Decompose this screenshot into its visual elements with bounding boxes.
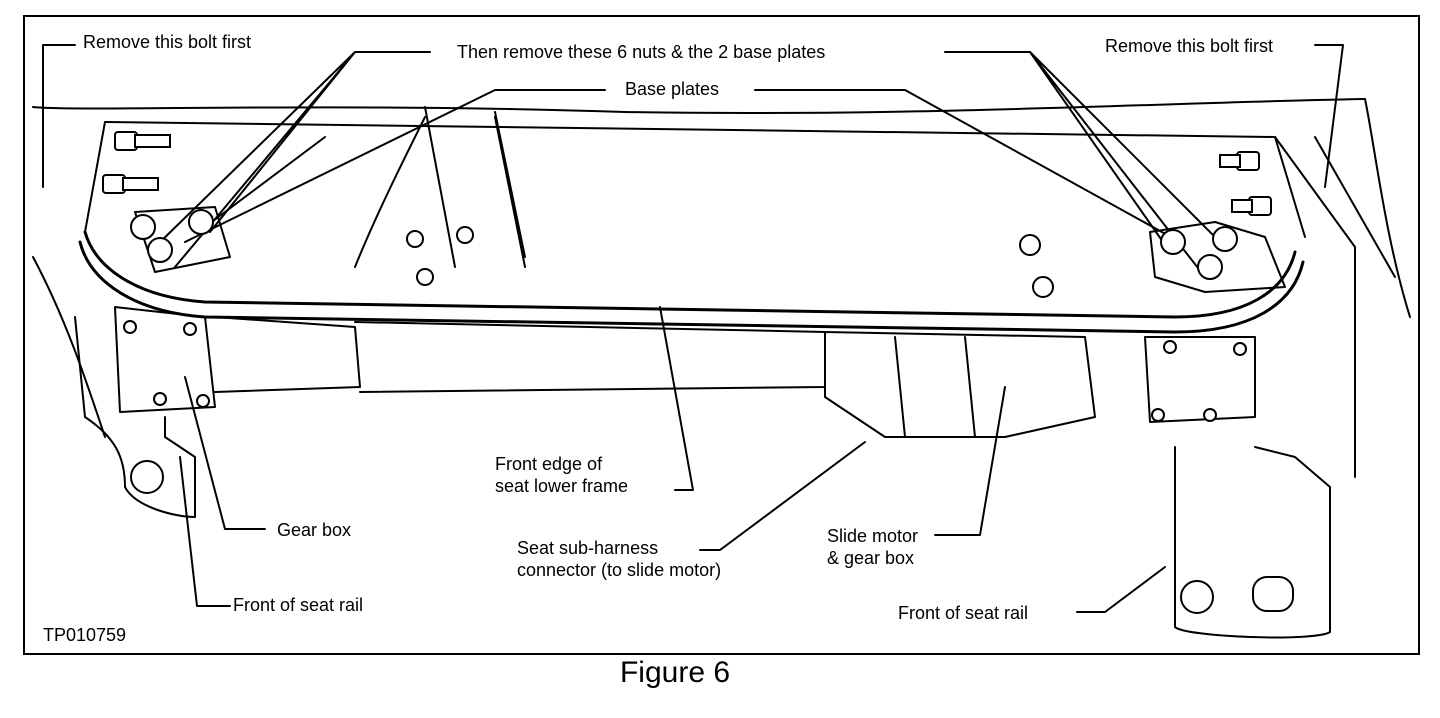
figure-frame: Remove this bolt first Then remove these… — [23, 15, 1420, 655]
label-front-rail-left: Front of seat rail — [233, 595, 364, 615]
nut-right-3 — [1212, 226, 1238, 252]
bolt-left-upper — [114, 131, 171, 151]
nut-right-1 — [1160, 229, 1186, 255]
nut-left-1 — [130, 214, 156, 240]
figure-caption: Figure 6 — [619, 656, 731, 689]
bolt-right-lower — [1231, 196, 1272, 216]
seat-lower-frame — [83, 230, 1297, 319]
label-gear-box: Gear box — [277, 520, 352, 540]
label-base-plates: Base plates — [625, 79, 720, 99]
label-front-edge: Front edge of seat lower frame — [495, 454, 629, 496]
left-seat-rail — [74, 316, 196, 518]
label-remove-bolt-right: Remove this bolt first — [1105, 36, 1274, 56]
label-remove-nuts: Then remove these 6 nuts & the 2 base pl… — [457, 42, 826, 62]
right-seat-rail — [1174, 446, 1331, 639]
bolt-right-upper — [1219, 151, 1260, 171]
seat-frame-drawing — [32, 44, 1411, 639]
label-remove-bolt-left: Remove this bolt first — [83, 32, 252, 52]
right-gear-box — [1144, 336, 1256, 423]
figure-code: TP010759 — [43, 625, 127, 645]
bolt-left-lower — [102, 174, 159, 194]
label-front-rail-right: Front of seat rail — [898, 603, 1029, 623]
slide-motor — [824, 331, 1096, 438]
nut-left-2 — [147, 237, 173, 263]
label-slide-motor: Slide motor & gear box — [827, 526, 919, 568]
label-seat-harness: Seat sub-harness connector (to slide mot… — [517, 538, 722, 580]
nut-right-2 — [1197, 254, 1223, 280]
nut-left-3 — [188, 209, 214, 235]
left-gear-box — [114, 306, 216, 413]
seat-cushion-outline — [32, 98, 1366, 115]
